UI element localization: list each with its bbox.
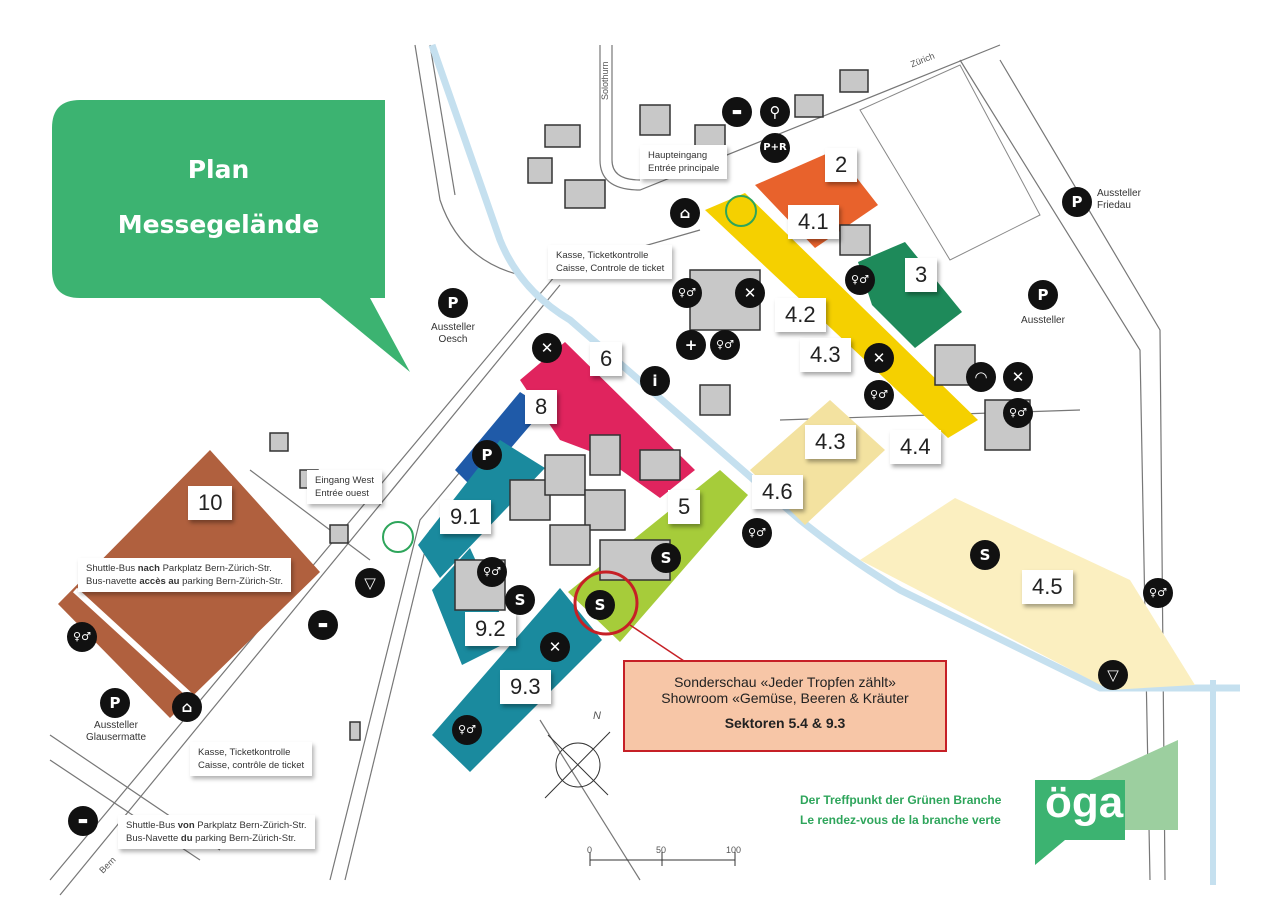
- restroom-icon: ♀♂: [477, 557, 507, 587]
- parking-icon[interactable]: P: [100, 688, 130, 718]
- scale-0: 0: [587, 845, 593, 855]
- show-icon-highlighted[interactable]: S: [585, 590, 615, 620]
- restroom-icon: ♀♂: [864, 380, 894, 410]
- show-icon[interactable]: S: [970, 540, 1000, 570]
- hall-9-1-label[interactable]: 9.1: [440, 500, 491, 534]
- hall-4-strip: [705, 193, 978, 438]
- parking-aussteller-label: Aussteller: [1021, 315, 1065, 326]
- title-line2: Messegelände: [117, 210, 320, 239]
- callout-line3: Sektoren 5.4 & 9.3: [724, 715, 846, 731]
- highlight-circle: [573, 570, 639, 636]
- restaurant-icon: ✕: [540, 632, 570, 662]
- bus-icon: ▬: [722, 97, 752, 127]
- hall-4-3b-label[interactable]: 4.3: [805, 425, 856, 459]
- shuttle-to-note: Shuttle-Bus nach Parkplatz Bern-Zürich-S…: [78, 558, 291, 592]
- restaurant-icon: ✕: [532, 333, 562, 363]
- hall-6-label[interactable]: 6: [590, 342, 623, 376]
- restaurant-icon: ✕: [864, 343, 894, 373]
- tagline-de: Der Treffpunkt der Grünen Branche: [800, 793, 1002, 807]
- bus-icon: ▬: [308, 610, 338, 640]
- special-show-callout: Sonderschau «Jeder Tropfen zählt» Showro…: [623, 660, 947, 752]
- restaurant-icon: ✕: [1003, 362, 1033, 392]
- restroom-icon: ♀♂: [845, 265, 875, 295]
- west-entrance-marker: [382, 521, 414, 553]
- hall-4-4-label[interactable]: 4.4: [890, 430, 941, 464]
- bar-icon: ▽: [355, 568, 385, 598]
- restroom-icon: ♀♂: [742, 518, 772, 548]
- north-arrow: [544, 731, 611, 799]
- show-icon[interactable]: S: [651, 543, 681, 573]
- hall-3-area: [858, 242, 962, 348]
- restroom-icon: ♀♂: [672, 278, 702, 308]
- bike-parking-icon: ⚲: [760, 97, 790, 127]
- scale-100: 100: [726, 845, 742, 855]
- restroom-icon: ♀♂: [1143, 578, 1173, 608]
- hall-2-label[interactable]: 2: [825, 148, 858, 182]
- park-and-ride-icon: P+R: [760, 133, 790, 163]
- parking-icon: P: [472, 440, 502, 470]
- title-line1: Plan: [187, 155, 250, 184]
- callout-line1: Sonderschau «Jeder Tropfen zählt»: [674, 674, 896, 690]
- hall-3-label[interactable]: 3: [905, 258, 938, 292]
- hall-10-label[interactable]: 10: [188, 486, 233, 520]
- wifi-icon: ◠: [966, 362, 996, 392]
- hall-4-3-label[interactable]: 4.3: [800, 338, 851, 372]
- restroom-icon: ♀♂: [67, 622, 97, 652]
- oega-logo: öga: [1045, 778, 1124, 827]
- main-entrance-marker: [725, 195, 757, 227]
- ticket-office-icon: ⌂: [670, 198, 700, 228]
- scale-50: 50: [656, 845, 667, 855]
- title-bubble: [52, 100, 410, 372]
- parking-area: [859, 64, 1041, 261]
- hall-4-1-label[interactable]: 4.1: [788, 205, 839, 239]
- tagline-fr: Le rendez-vous de la branche verte: [800, 813, 1001, 827]
- parking-icon[interactable]: P: [438, 288, 468, 318]
- parking-icon[interactable]: P: [1062, 187, 1092, 217]
- north-label: N: [593, 710, 601, 722]
- hall-9-2-label[interactable]: 9.2: [465, 612, 516, 646]
- hall-4-2-label[interactable]: 4.2: [775, 298, 826, 332]
- hall-9-3-label[interactable]: 9.3: [500, 670, 551, 704]
- first-aid-icon: +: [676, 330, 706, 360]
- show-icon[interactable]: S: [505, 585, 535, 615]
- restroom-icon: ♀♂: [1003, 398, 1033, 428]
- shuttle-from-note: Shuttle-Bus von Parkplatz Bern-Zürich-St…: [118, 815, 315, 849]
- restaurant-icon: ✕: [735, 278, 765, 308]
- hall-4-5-label[interactable]: 4.5: [1022, 570, 1073, 604]
- bus-icon: ▬: [68, 806, 98, 836]
- hall-8-label[interactable]: 8: [525, 390, 558, 424]
- bar-icon: ▽: [1098, 660, 1128, 690]
- hall-4-6-label[interactable]: 4.6: [752, 475, 803, 509]
- callout-line2: Showroom «Gemüse, Beeren & Kräuter: [661, 690, 909, 706]
- parking-icon[interactable]: P: [1028, 280, 1058, 310]
- info-icon[interactable]: i: [640, 366, 670, 396]
- hall-5-label[interactable]: 5: [668, 490, 701, 524]
- scale-bar: [589, 852, 736, 866]
- ticket-office-icon: ⌂: [172, 692, 202, 722]
- restroom-icon: ♀♂: [452, 715, 482, 745]
- restroom-icon: ♀♂: [710, 330, 740, 360]
- road-solothurn: Solothurn: [600, 61, 610, 100]
